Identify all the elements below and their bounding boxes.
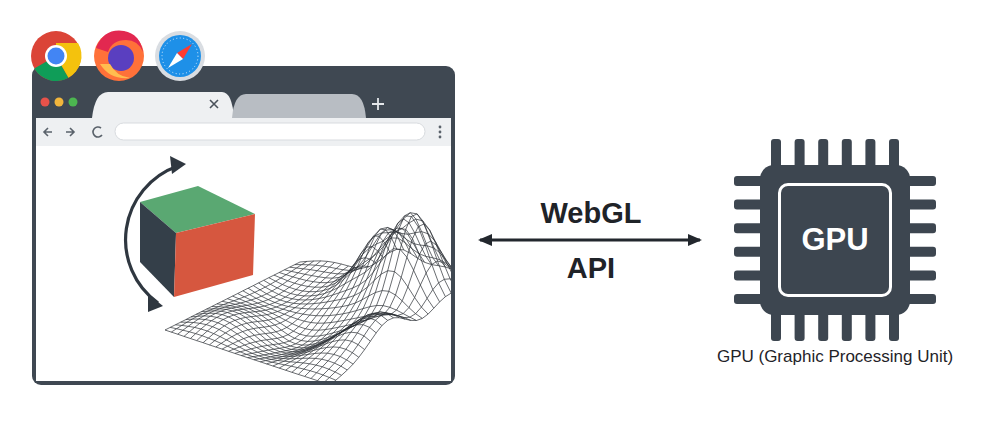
mesh-line bbox=[203, 264, 341, 343]
mesh-line bbox=[171, 261, 307, 332]
mesh-line bbox=[317, 261, 451, 381]
chip-pin bbox=[842, 311, 852, 341]
mesh-line bbox=[311, 241, 451, 378]
chip-pin bbox=[865, 311, 875, 341]
firefox-icon bbox=[94, 31, 144, 81]
browser-window bbox=[32, 66, 455, 385]
mesh-line bbox=[165, 262, 300, 330]
mesh-line bbox=[300, 249, 451, 287]
chip-pin bbox=[906, 200, 936, 210]
chip-pin bbox=[771, 311, 781, 341]
mesh-line bbox=[165, 330, 330, 381]
mesh-line bbox=[330, 287, 451, 381]
mesh-line bbox=[324, 279, 451, 381]
chip-pin bbox=[906, 294, 936, 304]
rotating-cube bbox=[126, 156, 255, 312]
chip-pin bbox=[906, 270, 936, 280]
gpu-chip: GPUGPU (Graphic Processing Unit) bbox=[760, 165, 910, 315]
mesh-line bbox=[259, 249, 434, 309]
api-arrow bbox=[480, 239, 700, 242]
mesh-line bbox=[279, 228, 424, 368]
chip-pins bbox=[734, 139, 936, 341]
api-name: API bbox=[567, 252, 615, 285]
chip-pin bbox=[818, 311, 828, 341]
mesh-line bbox=[254, 229, 397, 360]
chip-pin bbox=[906, 247, 936, 257]
mesh-line bbox=[298, 214, 445, 375]
mesh-line bbox=[284, 228, 451, 291]
wireframe-surface bbox=[165, 213, 451, 381]
chip-pin bbox=[889, 311, 899, 341]
chip-label: GPU bbox=[801, 222, 868, 258]
mesh-line bbox=[267, 230, 411, 364]
api-name: WebGL bbox=[541, 197, 642, 230]
mesh-line bbox=[305, 224, 451, 376]
chip-pin bbox=[906, 223, 936, 233]
chip-pin bbox=[795, 311, 805, 341]
mesh-line bbox=[264, 229, 440, 302]
chrome-icon bbox=[31, 31, 82, 81]
safari-icon bbox=[155, 31, 205, 81]
mesh-line bbox=[201, 311, 370, 352]
chip-caption: GPU (Graphic Processing Unit) bbox=[715, 345, 955, 369]
chip-pin bbox=[906, 176, 936, 186]
mesh-line bbox=[279, 219, 451, 291]
mesh-line bbox=[233, 296, 406, 330]
chip-core: GPU bbox=[778, 183, 892, 297]
